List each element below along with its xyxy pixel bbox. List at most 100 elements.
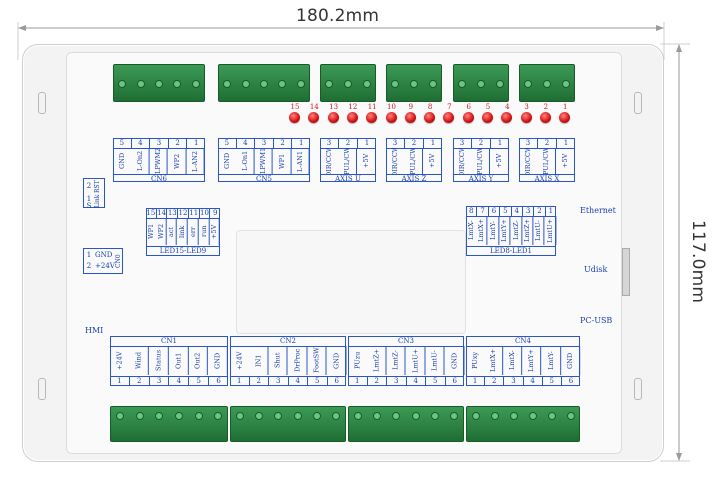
pin-number: 6 — [444, 377, 465, 386]
signal-label: GND — [326, 346, 346, 375]
terminal-screw — [547, 412, 556, 420]
terminal-screw — [524, 80, 533, 88]
led-number-label: 4 — [505, 103, 510, 111]
signal-label: DIR/CCW — [524, 148, 532, 174]
signal-label: L-AN1 — [291, 148, 310, 174]
pin-number: 12 — [177, 209, 188, 218]
signal-label: LmtZ+ — [366, 346, 386, 375]
terminal-screw — [155, 412, 164, 420]
terminal-screw — [255, 412, 263, 420]
pin-number: 3 — [268, 377, 288, 386]
pin-number: 10 — [198, 209, 209, 218]
status-led — [404, 112, 416, 123]
signal-label: L-On1 — [235, 148, 255, 174]
status-led — [482, 112, 493, 123]
connector-label-block — [519, 138, 575, 182]
pin-number: 5 — [119, 139, 125, 147]
signal-label: LmtZ+ — [521, 216, 534, 245]
terminal-screw — [490, 412, 499, 420]
connector-title: AXIS U — [320, 174, 376, 183]
signal-label: WP2 — [155, 218, 167, 245]
led-number-label: 11 — [367, 103, 377, 111]
pin-number: 4 — [522, 377, 542, 386]
pin-number: 8 — [468, 207, 474, 215]
signal-label: WP2 — [167, 148, 187, 174]
terminal-screw — [373, 412, 381, 420]
pin-number: 5 — [188, 377, 208, 386]
signal-label: LmtY- — [541, 346, 561, 375]
terminal-screw — [450, 412, 459, 420]
terminal-screw — [136, 80, 145, 88]
terminal-screw — [278, 80, 287, 88]
pin-number: 3 — [326, 139, 332, 147]
pin-number: 6 — [560, 377, 580, 386]
pin-number: 1 — [117, 377, 122, 385]
terminal-screw — [344, 80, 352, 88]
signal-label: LmtU+ — [544, 216, 556, 245]
signal-label: PUL/CW — [404, 148, 423, 174]
signal-label: LPWM1 — [254, 148, 273, 174]
signal-label: WP1 — [272, 148, 292, 174]
pin-number: 1 — [423, 139, 442, 148]
connector-label-block — [113, 138, 205, 182]
connector-label-block — [386, 138, 442, 182]
cn0-label-24v: +24V — [95, 262, 115, 270]
signal-label: LmtU- — [533, 216, 545, 245]
connector-title: CN3 — [348, 337, 464, 347]
led15-led9-block — [146, 208, 220, 256]
pin-number: 3 — [386, 377, 406, 386]
pin-number: 6 — [487, 207, 499, 216]
s-label: S — [86, 202, 92, 210]
terminal-screw — [214, 412, 223, 420]
status-led — [539, 112, 551, 123]
signal-label: DIR/CCW — [391, 148, 399, 174]
pin-number: 3 — [148, 377, 169, 386]
signal-label: GND — [117, 152, 126, 170]
terminal-screw — [509, 412, 518, 420]
terminal-screw — [115, 412, 124, 420]
signal-label: PUzu — [353, 351, 362, 370]
terminal-screw — [471, 412, 480, 420]
ethernet-label: Ethernet — [580, 206, 616, 215]
cn0-title: CN0 — [115, 254, 122, 268]
pin-number: 2 — [167, 139, 187, 148]
pin-number: 2 — [404, 139, 423, 148]
terminal-screw — [274, 412, 283, 420]
status-led — [366, 112, 378, 123]
pin-number: 1 — [556, 139, 575, 148]
connector-title: CN2 — [230, 337, 346, 347]
pc-usb-label: PC-USB — [580, 316, 613, 325]
status-led — [308, 112, 320, 123]
terminal-screw — [392, 412, 401, 420]
signal-label: LmtX+ — [484, 346, 504, 375]
pin-number: 9 — [209, 209, 220, 218]
signal-label: L-On2 — [130, 148, 150, 174]
signal-label: LmtX- — [467, 220, 476, 241]
pin-number: 13 — [166, 209, 177, 218]
signal-label: DIR/CCW — [325, 148, 333, 174]
terminal-screw — [431, 412, 439, 420]
pin-number: 1 — [355, 377, 360, 385]
status-led — [424, 112, 436, 123]
terminal-screw — [332, 412, 341, 420]
status-led — [520, 112, 532, 123]
connector-title: CN6 — [113, 174, 205, 183]
pin-number: 2 — [128, 377, 149, 386]
signal-label: LmtX- — [503, 346, 523, 375]
terminal-screw — [411, 412, 420, 420]
mounting-slot — [38, 378, 46, 400]
signal-label: +5V — [423, 148, 442, 174]
udisk-port[interactable] — [622, 248, 630, 296]
signal-label: Wind — [128, 346, 149, 375]
cn0-label-gnd: GND — [95, 251, 113, 259]
terminal-screw — [260, 80, 268, 88]
signal-label: Out1 — [168, 346, 189, 375]
